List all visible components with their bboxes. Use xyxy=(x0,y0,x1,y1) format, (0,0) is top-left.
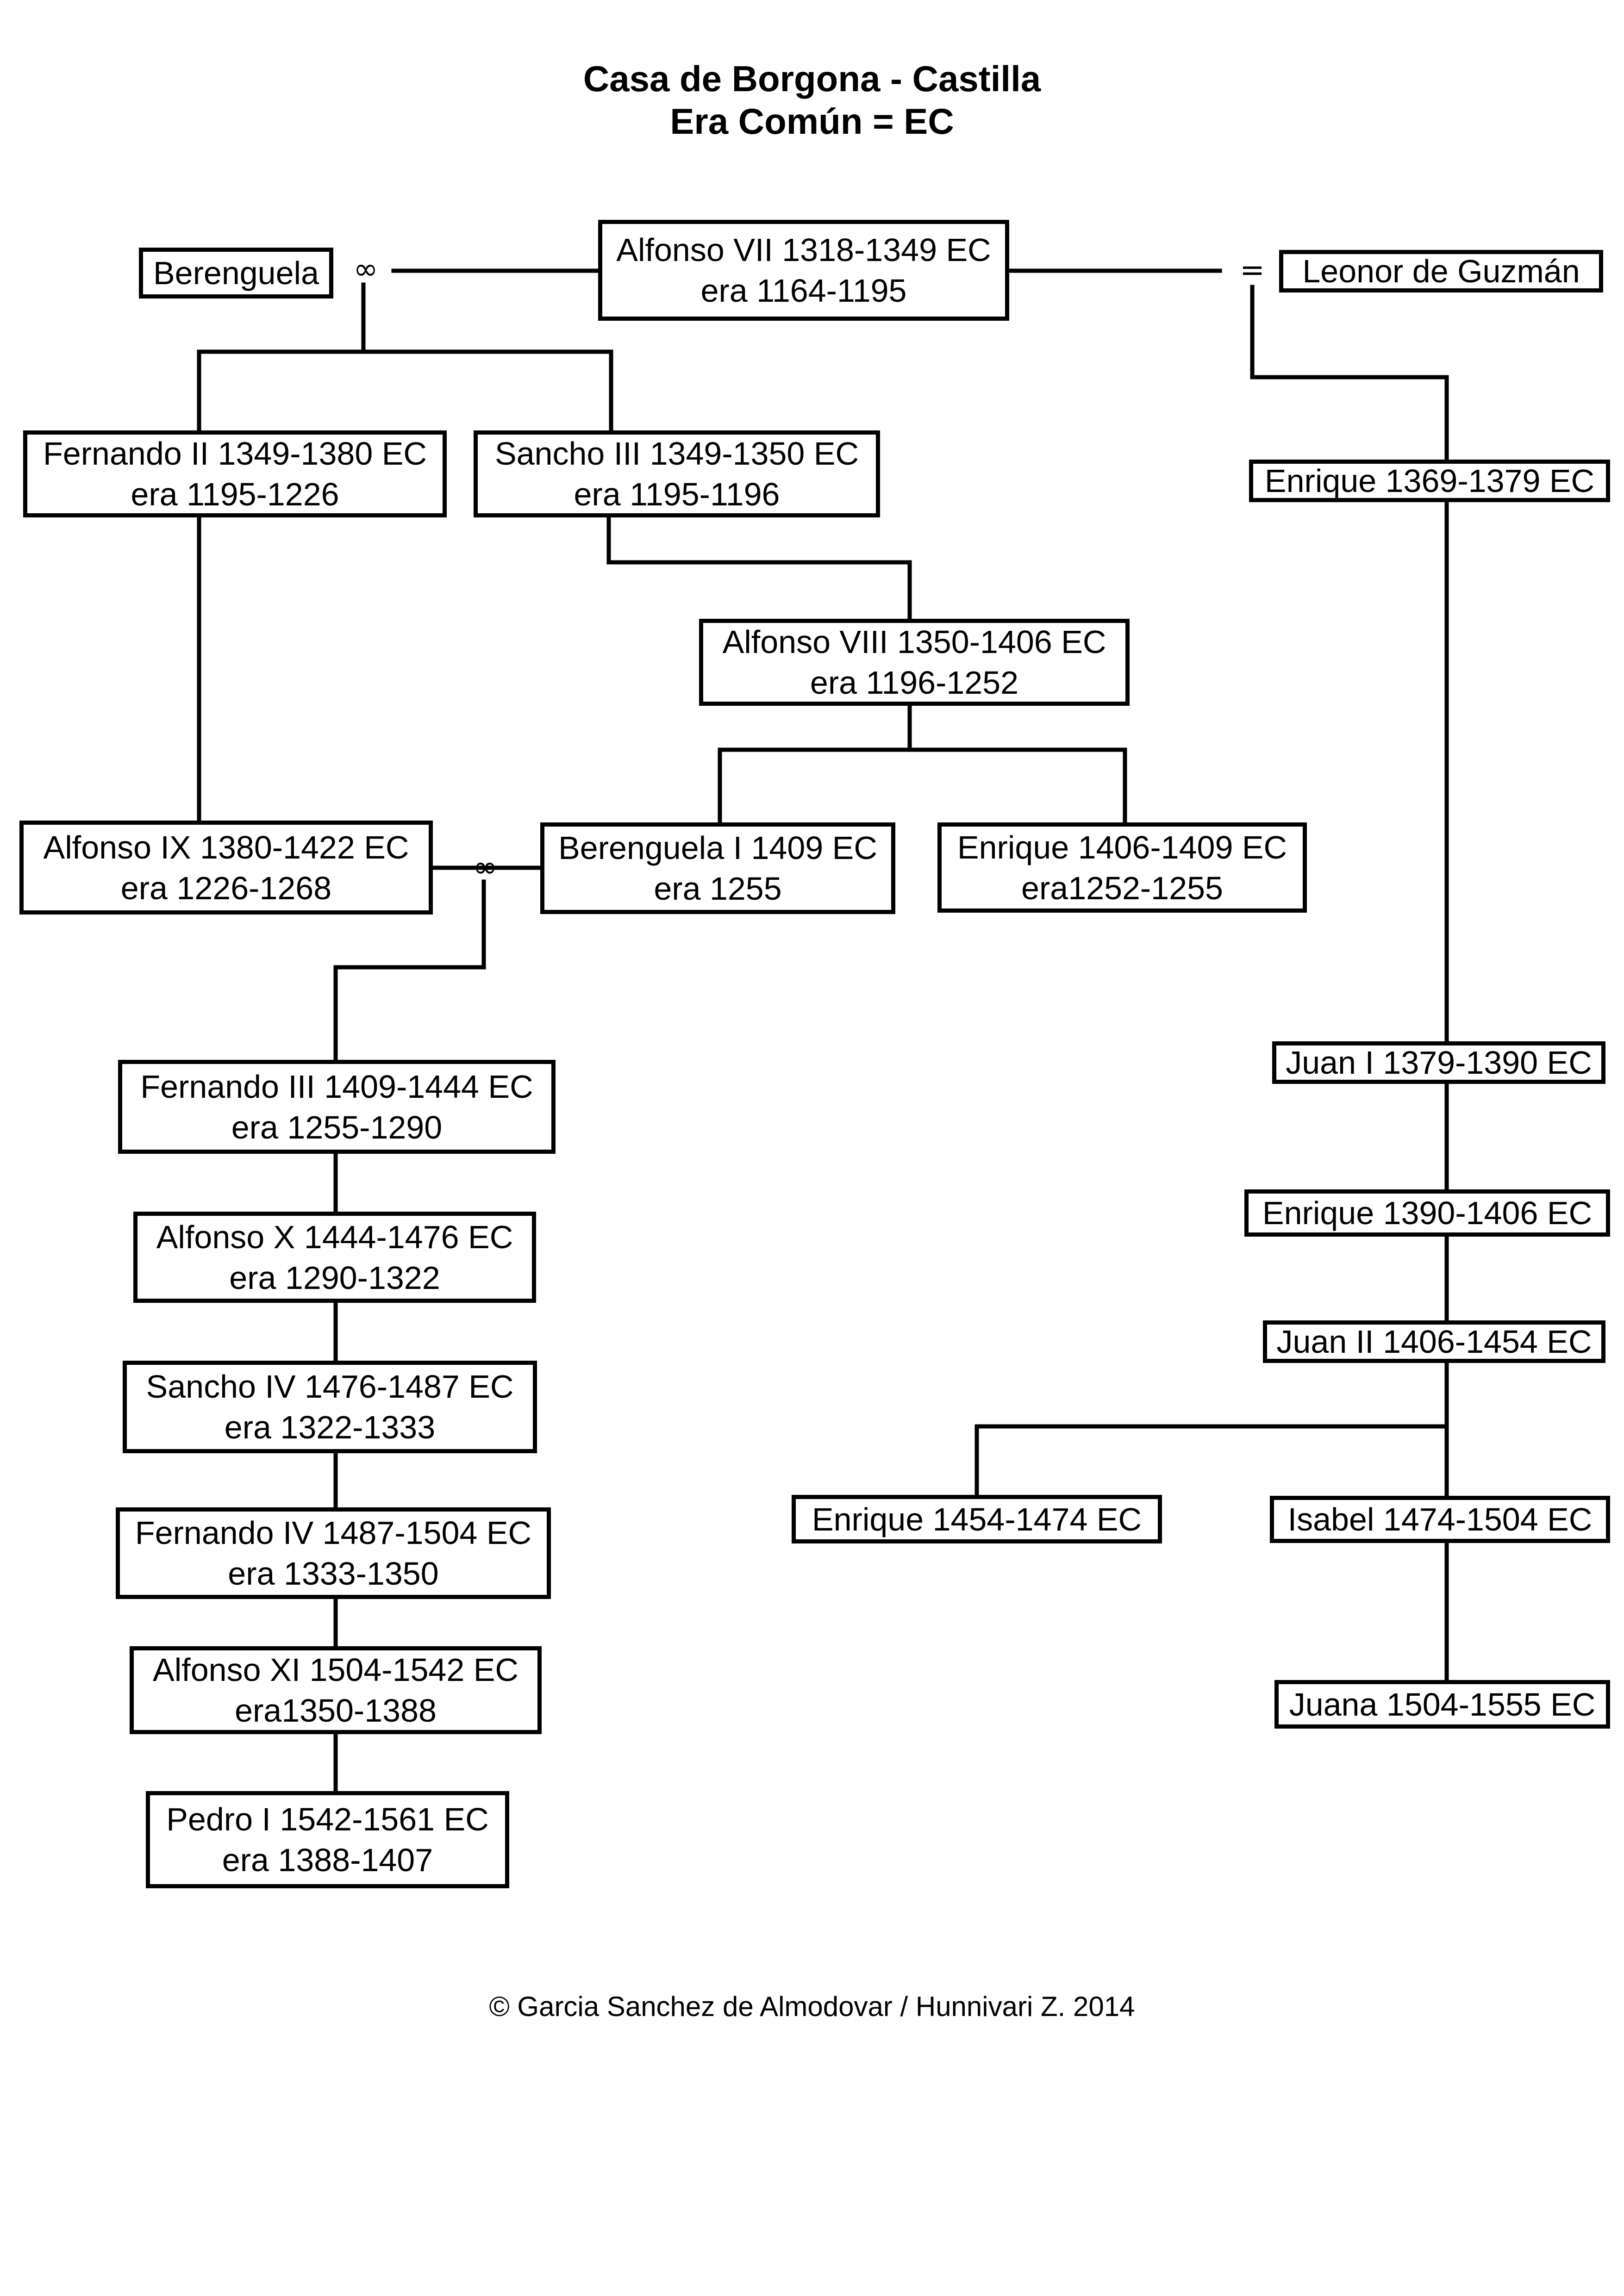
person-name: Isabel 1474-1504 EC xyxy=(1287,1501,1593,1537)
person-era: era 1255-1290 xyxy=(231,1109,443,1145)
person-name: Sancho IV 1476-1487 EC xyxy=(146,1369,514,1405)
person-name: Berenguela xyxy=(153,255,319,291)
person-name: Alfonso IX 1380-1422 EC xyxy=(43,829,409,865)
person-era: era 1388-1407 xyxy=(222,1842,433,1878)
person-era: era 1196-1252 xyxy=(810,665,1019,701)
person-box-enrique-1390: Enrique 1390-1406 EC xyxy=(1244,1189,1610,1237)
person-era: era 1290-1322 xyxy=(229,1259,440,1296)
diagram-subtitle: Era Común = EC xyxy=(670,101,954,142)
person-name: Sancho III 1349-1350 EC xyxy=(494,436,859,472)
person-name: Juan I 1379-1390 EC xyxy=(1286,1045,1592,1081)
person-box-alfonso-vii: Alfonso VII 1318-1349 EC era 1164-1195 xyxy=(598,220,1009,321)
person-box-enrique-1369: Enrique 1369-1379 EC xyxy=(1249,460,1610,502)
person-name: Pedro I 1542-1561 EC xyxy=(166,1801,489,1837)
person-name: Alfonso VIII 1350-1406 EC xyxy=(722,624,1106,660)
person-box-enrique-1406: Enrique 1406-1409 EC era1252-1255 xyxy=(937,822,1307,913)
person-name: Enrique 1369-1379 EC xyxy=(1264,463,1595,499)
marriage-symbol-alfonso-vii-berenguela: ∞ xyxy=(353,252,378,286)
person-name: Leonor de Guzmán xyxy=(1302,253,1580,289)
person-box-berenguela-i: Berenguela I 1409 EC era 1255 xyxy=(540,822,895,914)
marriage-symbol-alfonso-ix-berenguela-i: ∞ xyxy=(473,850,498,884)
person-name: Enrique 1454-1474 EC xyxy=(812,1501,1142,1537)
union-symbol-alfonso-vii-leonor: = xyxy=(1240,253,1265,287)
person-box-isabel: Isabel 1474-1504 EC xyxy=(1270,1496,1610,1543)
diagram-title: Casa de Borgona - Castilla xyxy=(583,58,1041,99)
person-era: era 1164-1195 xyxy=(700,273,907,309)
person-name: Fernando III 1409-1444 EC xyxy=(140,1068,533,1105)
person-era: era 1195-1196 xyxy=(574,476,780,512)
person-box-juana: Juana 1504-1555 EC xyxy=(1274,1680,1610,1729)
copyright-notice: © Garcia Sanchez de Almodovar / Hunnivar… xyxy=(489,1991,1135,2022)
person-era: era 1333-1350 xyxy=(228,1556,439,1592)
person-box-juan-ii: Juan II 1406-1454 EC xyxy=(1263,1320,1605,1363)
person-box-pedro-i: Pedro I 1542-1561 EC era 1388-1407 xyxy=(146,1791,509,1888)
person-name: Juana 1504-1555 EC xyxy=(1289,1686,1596,1723)
person-box-berenguela: Berenguela xyxy=(139,248,333,299)
person-era: era 1195-1226 xyxy=(131,476,339,512)
person-box-fernando-iii: Fernando III 1409-1444 EC era 1255-1290 xyxy=(118,1060,556,1154)
person-name: Fernando IV 1487-1504 EC xyxy=(135,1515,532,1551)
person-name: Juan II 1406-1454 EC xyxy=(1276,1324,1592,1360)
person-era: era1350-1388 xyxy=(235,1692,437,1729)
person-era: era 1255 xyxy=(654,871,782,907)
person-box-leonor-de-guzman: Leonor de Guzmán xyxy=(1279,250,1603,292)
person-era: era1252-1255 xyxy=(1021,870,1223,906)
person-box-alfonso-ix: Alfonso IX 1380-1422 EC era 1226-1268 xyxy=(19,821,433,915)
person-name: Enrique 1406-1409 EC xyxy=(957,829,1287,865)
person-era: era 1322-1333 xyxy=(224,1409,436,1445)
person-box-enrique-1454: Enrique 1454-1474 EC xyxy=(792,1495,1162,1543)
person-box-alfonso-viii: Alfonso VIII 1350-1406 EC era 1196-1252 xyxy=(699,619,1130,706)
person-box-fernando-ii: Fernando II 1349-1380 EC era 1195-1226 xyxy=(23,430,447,517)
person-name: Alfonso XI 1504-1542 EC xyxy=(153,1652,518,1688)
person-box-sancho-iii: Sancho III 1349-1350 EC era 1195-1196 xyxy=(474,430,880,517)
person-name: Alfonso X 1444-1476 EC xyxy=(156,1219,513,1255)
person-box-alfonso-xi: Alfonso XI 1504-1542 EC era1350-1388 xyxy=(130,1646,542,1734)
person-box-fernando-iv: Fernando IV 1487-1504 EC era 1333-1350 xyxy=(116,1507,551,1599)
person-box-juan-i: Juan I 1379-1390 EC xyxy=(1272,1041,1605,1084)
person-name: Enrique 1390-1406 EC xyxy=(1262,1195,1593,1231)
person-name: Alfonso VII 1318-1349 EC xyxy=(616,232,991,268)
person-box-sancho-iv: Sancho IV 1476-1487 EC era 1322-1333 xyxy=(123,1361,537,1453)
person-era: era 1226-1268 xyxy=(120,870,332,906)
person-name: Fernando II 1349-1380 EC xyxy=(43,436,427,472)
person-name: Berenguela I 1409 EC xyxy=(558,830,877,866)
person-box-alfonso-x: Alfonso X 1444-1476 EC era 1290-1322 xyxy=(133,1212,536,1303)
